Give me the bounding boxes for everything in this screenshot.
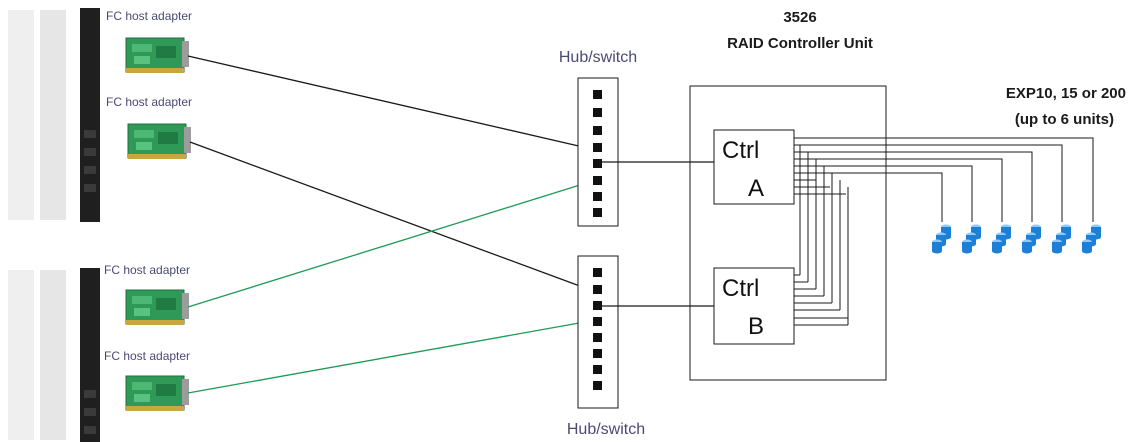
ctrl-b-line1: Ctrl: [722, 275, 759, 302]
drive-unit-2: [962, 224, 981, 254]
fc-adapter-3: [125, 289, 190, 326]
drive-unit-1: [932, 224, 951, 254]
fc-adapter-2: [127, 123, 192, 160]
ctrl-a-line2: A: [748, 175, 764, 202]
ctrl-a-line1: Ctrl: [722, 137, 759, 164]
ctrl-b-box: Ctrl B: [713, 267, 795, 345]
drive-unit-5: [1052, 224, 1071, 254]
ctrl-a-box: Ctrl A: [713, 129, 795, 205]
fc-adapter-3-label: FC host adapter: [104, 263, 190, 277]
cable-adapter2-hubbottom: [189, 141, 597, 293]
fc-adapter-4: [125, 375, 190, 412]
drive-unit-3: [992, 224, 1011, 254]
cable-adapter4-hubbottom: [187, 319, 597, 394]
hub-switch-top: [577, 77, 619, 227]
server-top: [8, 8, 100, 222]
server-bottom: [8, 268, 100, 442]
ctrl-b-line2: B: [748, 313, 764, 340]
fc-adapter-1: [125, 37, 190, 74]
drive-loop-wiring: [794, 137, 1094, 326]
cable-adapter3-hubtop: [187, 179, 597, 308]
fc-adapter-2-label: FC host adapter: [106, 95, 192, 109]
hub-bottom-label: Hub/switch: [567, 421, 645, 438]
drive-unit-6: [1082, 224, 1101, 254]
controller-model: 3526: [783, 9, 816, 26]
raid-controller-unit: [689, 85, 887, 381]
fc-adapter-1-label: FC host adapter: [106, 9, 192, 23]
expansion-label-line2: (up to 6 units): [1015, 111, 1114, 128]
hub-switch-bottom: [577, 255, 619, 409]
fc-adapter-4-label: FC host adapter: [104, 349, 190, 363]
controller-title: RAID Controller Unit: [727, 35, 873, 52]
drive-unit-4: [1022, 224, 1041, 254]
hub-top-label: Hub/switch: [559, 49, 637, 66]
expansion-label-line1: EXP10, 15 or 200: [1006, 85, 1126, 102]
cable-adapter1-hubtop: [187, 55, 597, 151]
